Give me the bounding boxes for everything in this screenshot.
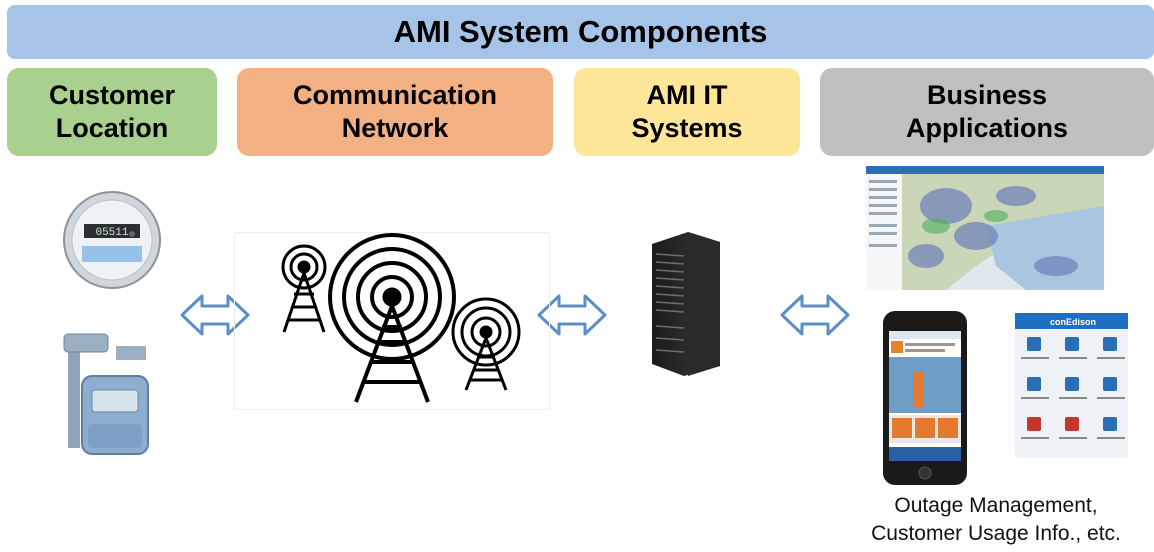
smartphone-app-image: [883, 311, 967, 485]
radio-towers-icon: [234, 232, 550, 410]
category-customer-location: Customer Location: [7, 68, 217, 156]
category-label: Communication Network: [292, 80, 497, 143]
category-label: AMI IT Systems: [631, 80, 743, 143]
electric-meter-image: 05511: [62, 190, 162, 290]
bidirectional-arrow-icon: [780, 293, 850, 337]
gas-meter-image: [60, 328, 160, 464]
category-business-applications: Business Applications: [820, 68, 1154, 156]
category-communication-network: Communication Network: [237, 68, 553, 156]
diagram-title: AMI System Components: [393, 14, 768, 49]
outage-map-screenshot: [866, 166, 1104, 290]
bidirectional-arrow-icon: [180, 293, 250, 337]
bidirectional-arrow-icon: [537, 293, 607, 337]
coned-app-tiles-image: conEdison: [1015, 313, 1128, 458]
business-apps-caption: Outage Management, Customer Usage Info.,…: [871, 494, 1121, 545]
server-rack-image: [648, 230, 724, 378]
category-label: Customer Location: [48, 80, 176, 143]
coned-logo-text: conEdison: [1050, 317, 1096, 327]
category-label: Business Applications: [905, 80, 1068, 143]
meter-reading: 05511: [95, 227, 128, 239]
category-ami-it-systems: AMI IT Systems: [574, 68, 800, 156]
title-banner: AMI System Components: [7, 5, 1154, 59]
